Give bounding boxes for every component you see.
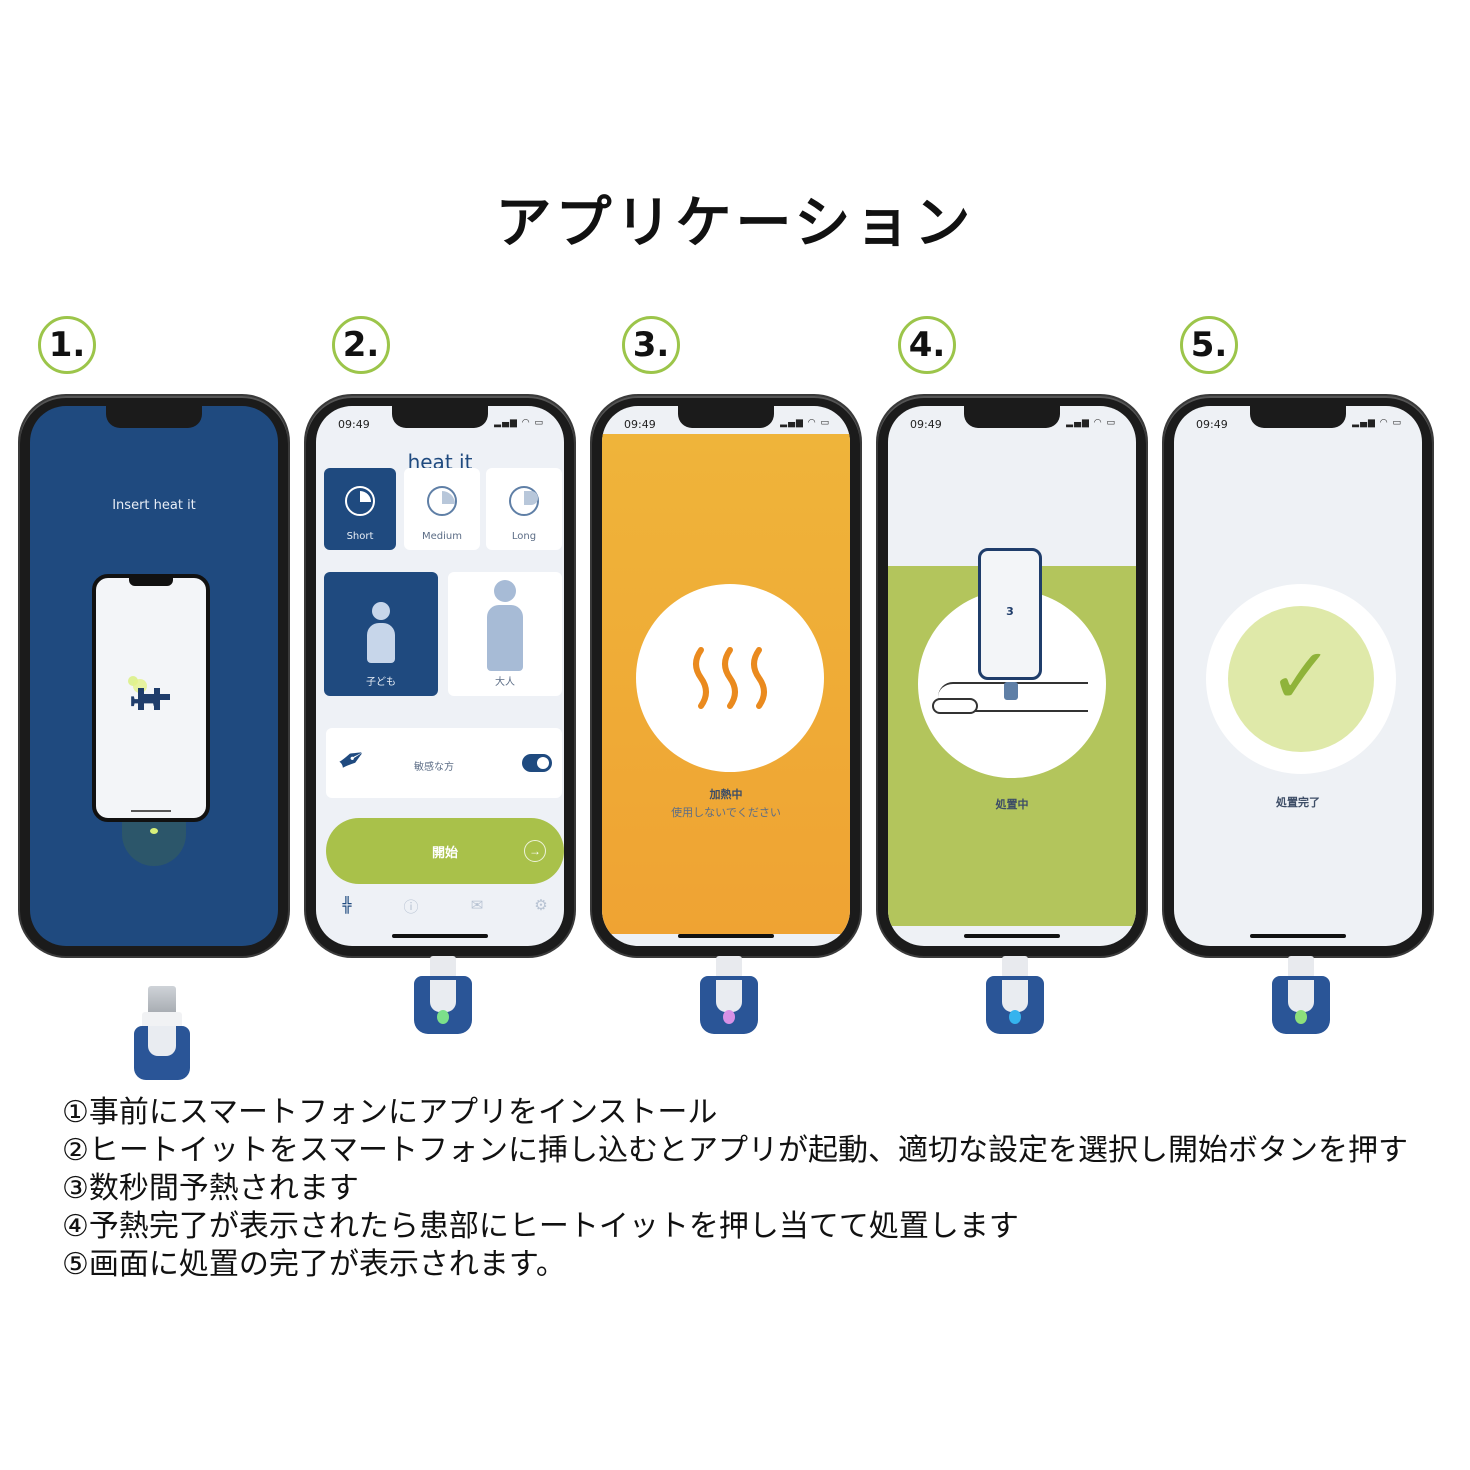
start-button[interactable]: 開始 →	[326, 818, 564, 884]
step-number-2: 2.	[332, 316, 390, 374]
feather-icon: ✒	[329, 735, 375, 785]
phone-screen-insert: Insert heat it ꟷ	[30, 406, 278, 946]
instruction-3: ③数秒間予熱されます	[62, 1171, 359, 1206]
heating-status: 加熱中	[709, 788, 743, 801]
device-glow	[122, 822, 186, 866]
phone-step-4: 09:49 ▂▄▆ ◠ ▭ 3 処置中	[878, 396, 1146, 956]
device-led	[1009, 1010, 1021, 1024]
step-number-3: 3.	[622, 316, 680, 374]
phone-screen-complete: 09:49 ▂▄▆ ◠ ▭ ✓ 処置完了	[1174, 406, 1422, 946]
profile-adult[interactable]: 大人	[448, 572, 562, 696]
instruction-4: ④予熱完了が表示されたら患部にヒートイットを押し当てて処置します	[62, 1209, 1019, 1244]
step-number-5: 5.	[1180, 316, 1238, 374]
treatment-status: 処置中	[995, 798, 1029, 811]
tab-home[interactable]: ╬	[322, 896, 372, 914]
info-icon: ⓘ	[403, 898, 419, 916]
tab-mail[interactable]: ✉	[452, 896, 502, 914]
insert-message: Insert heat it	[112, 498, 196, 513]
mail-icon: ✉	[470, 896, 484, 914]
page-title: アプリケーション	[495, 191, 975, 256]
clock-icon	[345, 486, 375, 516]
phone-step-1: Insert heat it ꟷ	[20, 396, 288, 956]
clock-icon	[427, 486, 457, 516]
phone-illustration: ꟷ	[92, 574, 210, 822]
device-led	[437, 1010, 449, 1024]
heating-note: 使用しないでください	[671, 806, 781, 819]
tab-bar: ╬ ⓘ ✉ ⚙	[316, 896, 564, 936]
heat-it-device-3	[700, 956, 758, 1034]
phone-step-2: 09:49 ▂▄▆ ◠ ▭ heat it Short Medium Long …	[306, 396, 574, 956]
countdown: 3	[1006, 605, 1014, 618]
tab-settings[interactable]: ⚙	[516, 896, 564, 914]
step-number-4: 4.	[898, 316, 956, 374]
child-figure-icon	[367, 602, 395, 663]
duration-long[interactable]: Long	[486, 468, 562, 550]
complete-circle: ✓	[1206, 584, 1396, 774]
complete-status: 処置完了	[1276, 796, 1320, 809]
device-on-skin	[1004, 682, 1018, 700]
profile-child[interactable]: 子ども	[324, 572, 438, 696]
signal-wifi-battery-icon: ▂▄▆ ◠ ▭	[1066, 418, 1116, 428]
status-time: 09:49	[1196, 418, 1228, 431]
heating-background: 加熱中 使用しないでください	[602, 434, 850, 934]
adult-figure-icon	[487, 580, 523, 671]
signal-wifi-battery-icon: ▂▄▆ ◠ ▭	[1352, 418, 1402, 428]
heat-it-logo-icon	[133, 679, 170, 710]
phone-step-5: 09:49 ▂▄▆ ◠ ▭ ✓ 処置完了	[1164, 396, 1432, 956]
instruction-1: ①事前にスマートフォンにアプリをインストール	[62, 1095, 718, 1130]
step-number-1: 1.	[38, 316, 96, 374]
tab-info[interactable]: ⓘ	[386, 896, 436, 917]
notch	[106, 406, 202, 428]
heat-waves-icon	[636, 644, 824, 727]
instruction-list: ①事前にスマートフォンにアプリをインストール ②ヒートイットをスマートフォンに挿…	[62, 1094, 1462, 1284]
phone-screen-treating: 09:49 ▂▄▆ ◠ ▭ 3 処置中	[888, 406, 1136, 946]
heat-it-device-2	[414, 956, 472, 1034]
sensitive-option-row: ✒ 敏感な方	[326, 728, 562, 798]
checkmark-icon: ✓	[1268, 632, 1334, 722]
gear-icon: ⚙	[534, 896, 548, 914]
heating-circle	[636, 584, 824, 772]
status-time: 09:49	[338, 418, 370, 431]
duration-medium[interactable]: Medium	[404, 468, 480, 550]
device-led	[723, 1010, 735, 1024]
heat-it-device-4	[986, 956, 1044, 1034]
heat-it-device-unplugged	[134, 986, 190, 1080]
sensitive-toggle[interactable]	[522, 754, 552, 772]
phone-on-arm-illustration: 3	[978, 548, 1042, 680]
duration-short[interactable]: Short	[324, 468, 396, 550]
heat-it-logo-icon: ╬	[342, 896, 352, 914]
signal-wifi-battery-icon: ▂▄▆ ◠ ▭	[494, 418, 544, 428]
hand-illustration	[932, 698, 978, 714]
instruction-5: ⑤画面に処置の完了が表示されます。	[62, 1247, 566, 1282]
instruction-2: ②ヒートイットをスマートフォンに挿し込むとアプリが起動、適切な設定を選択し開始ボ…	[62, 1133, 1408, 1168]
heat-it-device-5	[1272, 956, 1330, 1034]
device-led	[1295, 1010, 1307, 1024]
clock-icon	[509, 486, 539, 516]
signal-wifi-battery-icon: ▂▄▆ ◠ ▭	[780, 418, 830, 428]
usb-c-connector	[148, 986, 176, 1016]
status-time: 09:49	[910, 418, 942, 431]
phone-step-3: 09:49 ▂▄▆ ◠ ▭ 加熱中 使用しないでください	[592, 396, 860, 956]
status-time: 09:49	[624, 418, 656, 431]
arrow-right-icon: →	[524, 840, 546, 862]
phone-screen-settings: 09:49 ▂▄▆ ◠ ▭ heat it Short Medium Long …	[316, 406, 564, 946]
phone-screen-heating: 09:49 ▂▄▆ ◠ ▭ 加熱中 使用しないでください	[602, 406, 850, 946]
